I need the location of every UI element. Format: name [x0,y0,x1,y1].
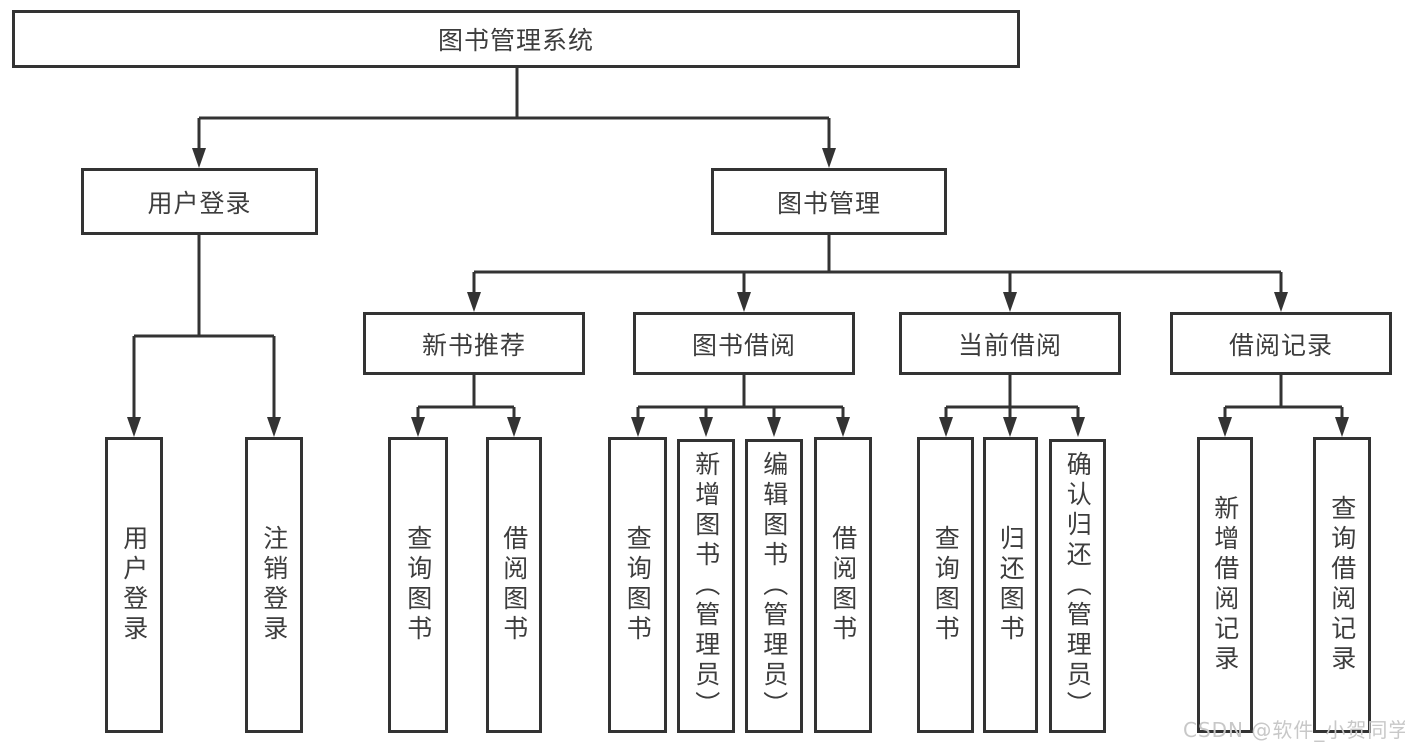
leaf-add-borrow-record: 新增借阅记录 [1197,437,1253,733]
leaf-logout: 注销登录 [245,437,303,733]
watermark: CSDN @软件_小贺同学 [1183,718,1405,742]
node-user-login: 用户登录 [81,168,318,235]
node-current-borrow-label: 当前借阅 [957,330,1062,360]
leaf-user-login: 用户登录 [105,437,163,733]
connector-root-to-level2 [192,68,836,168]
leaf-edit-book-admin-label: 编辑图书（管理员） [759,451,789,721]
connector-login-to-leaves [127,235,281,437]
leaf-add-book-admin: 新增图书（管理员） [677,439,735,733]
node-book-borrow: 图书借阅 [633,312,855,375]
connector-records-to-leaves [1218,375,1349,437]
leaf-recommend-query-books-label: 查询图书 [403,525,433,645]
leaf-user-login-label: 用户登录 [119,525,149,645]
leaf-query-borrow-record: 查询借阅记录 [1313,437,1371,733]
leaf-return-books-label: 归还图书 [996,525,1026,645]
node-user-login-label: 用户登录 [147,188,252,218]
node-root-label: 图书管理系统 [437,26,594,55]
node-new-book-recommend-label: 新书推荐 [421,330,526,360]
node-new-book-recommend: 新书推荐 [363,312,585,375]
leaf-query-borrow-record-label: 查询借阅记录 [1327,495,1357,675]
leaf-confirm-return-admin: 确认归还（管理员） [1049,439,1106,733]
leaf-recommend-query-books: 查询图书 [388,437,448,733]
node-borrow-records: 借阅记录 [1170,312,1392,375]
connector-current-to-leaves [939,375,1085,437]
node-borrow-records-label: 借阅记录 [1228,330,1333,360]
leaf-confirm-return-admin-label: 确认归还（管理员） [1063,451,1093,721]
leaf-edit-book-admin: 编辑图书（管理员） [745,439,803,733]
node-book-management-label: 图书管理 [776,188,881,218]
connector-borrow-to-leaves [631,375,850,437]
leaf-borrow-borrow-books: 借阅图书 [814,437,872,733]
leaf-return-books: 归还图书 [983,437,1038,733]
connector-mgmt-to-level3 [467,235,1288,312]
node-root: 图书管理系统 [12,10,1020,68]
leaf-recommend-borrow-books-label: 借阅图书 [499,525,529,645]
leaf-add-borrow-record-label: 新增借阅记录 [1210,495,1240,675]
node-book-borrow-label: 图书借阅 [691,330,796,360]
leaf-borrow-query-books: 查询图书 [608,437,667,733]
leaf-borrow-query-books-label: 查询图书 [623,525,653,645]
node-current-borrow: 当前借阅 [899,312,1121,375]
leaf-logout-label: 注销登录 [259,525,289,645]
leaf-current-query-books-label: 查询图书 [931,525,961,645]
leaf-current-query-books: 查询图书 [917,437,974,733]
leaf-borrow-borrow-books-label: 借阅图书 [828,525,858,645]
node-book-management: 图书管理 [711,168,947,235]
leaf-recommend-borrow-books: 借阅图书 [486,437,542,733]
connector-recommend-to-leaves [411,375,521,437]
leaf-add-book-admin-label: 新增图书（管理员） [691,451,721,721]
